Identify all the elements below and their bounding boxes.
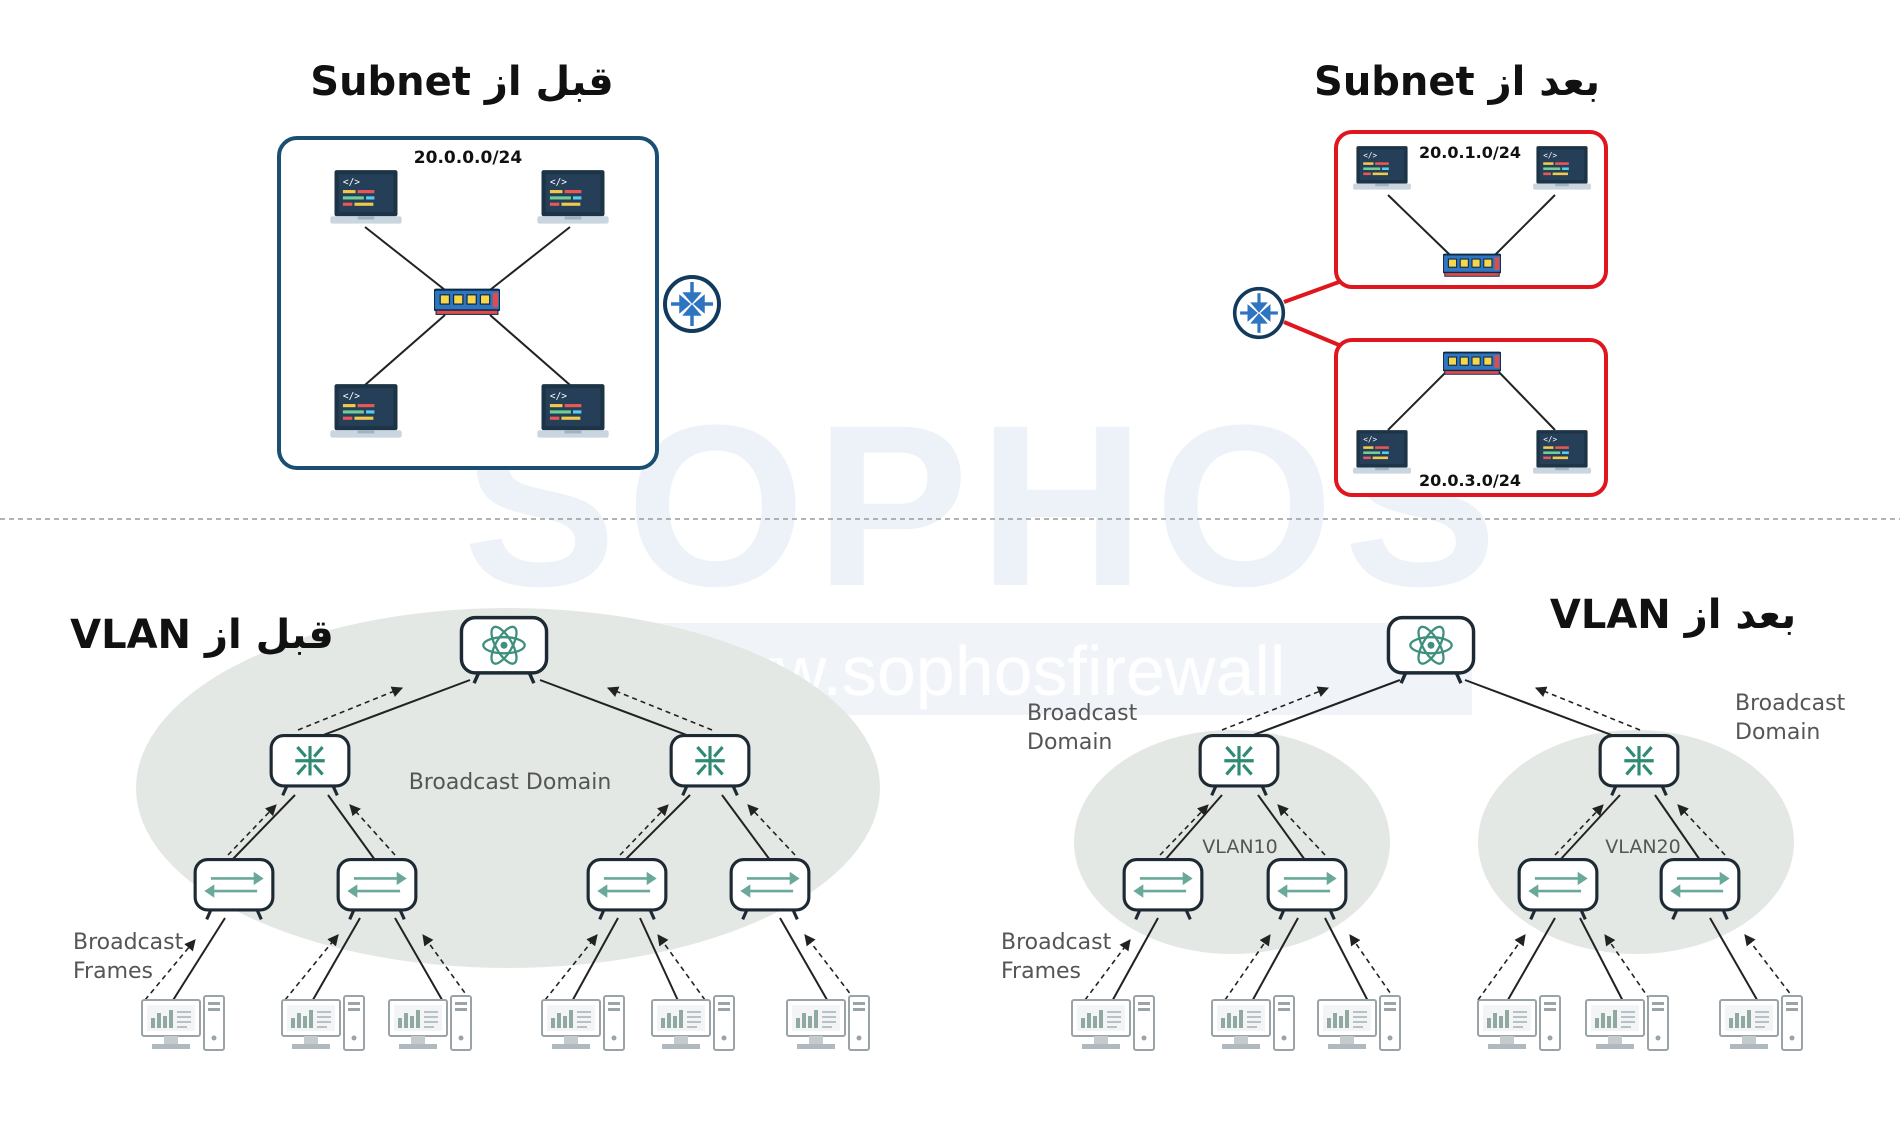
router-icon bbox=[1232, 286, 1286, 340]
desktop-computer-icon bbox=[1211, 995, 1295, 1051]
distribution-switch-icon bbox=[269, 733, 351, 797]
subnet-before-panel: قبل از Subnet 20.0.0.0/24 bbox=[277, 59, 721, 470]
subnet-after-network-top: 20.0.1.0/24 bbox=[1419, 143, 1521, 162]
vlan-before-title: قبل از VLAN bbox=[70, 612, 334, 658]
laptop-icon bbox=[330, 384, 402, 438]
vlan-after-title: بعد از VLAN bbox=[1550, 592, 1796, 638]
distribution-switch-icon bbox=[669, 733, 751, 797]
ethernet-switch-icon bbox=[1443, 253, 1501, 278]
vlan10-label: VLAN10 bbox=[1202, 836, 1277, 858]
access-switch-icon bbox=[193, 857, 275, 921]
desktop-computer-icon bbox=[541, 995, 625, 1051]
ethernet-switch-icon bbox=[434, 288, 500, 316]
access-switch-icon bbox=[586, 857, 668, 921]
desktop-computer-icon bbox=[281, 995, 365, 1051]
broadcast-domain-right-label: Broadcast Domain bbox=[1735, 691, 1852, 745]
broadcast-frames-label: Broadcast Frames bbox=[73, 930, 190, 984]
broadcast-domain-label: Broadcast Domain bbox=[409, 770, 612, 795]
router-icon bbox=[663, 275, 721, 333]
core-router-icon bbox=[1386, 615, 1476, 685]
laptop-icon bbox=[1353, 430, 1411, 474]
desktop-computer-icon bbox=[651, 995, 735, 1051]
subnet-before-title: قبل از Subnet bbox=[310, 59, 613, 105]
subnet-after-network-bottom: 20.0.3.0/24 bbox=[1419, 471, 1521, 490]
laptop-icon bbox=[330, 170, 402, 224]
laptop-icon bbox=[537, 170, 609, 224]
access-switch-icon bbox=[729, 857, 811, 921]
desktop-computer-icon bbox=[388, 995, 472, 1051]
desktop-computer-icon bbox=[1317, 995, 1401, 1051]
access-switch-icon bbox=[1266, 857, 1348, 921]
desktop-computer-icon bbox=[786, 995, 870, 1051]
access-switch-icon bbox=[1659, 857, 1741, 921]
distribution-switch-icon bbox=[1198, 733, 1280, 797]
broadcast-frames-line-1: Broadcast bbox=[73, 930, 184, 955]
vlan20-label: VLAN20 bbox=[1605, 836, 1680, 858]
ethernet-switch-icon bbox=[1443, 351, 1501, 376]
vlan-after-panel: بعد از VLAN Broadcast Domain Broadcast D… bbox=[1001, 592, 1852, 1051]
desktop-computer-icon bbox=[1477, 995, 1561, 1051]
vlan-before-panel: قبل از VLAN Broadcast Domain Broadcast F… bbox=[70, 608, 880, 1051]
access-switch-icon bbox=[1517, 857, 1599, 921]
core-router-icon bbox=[459, 615, 549, 685]
laptop-icon bbox=[1533, 146, 1591, 190]
subnet-after-title: بعد از Subnet bbox=[1314, 59, 1600, 105]
broadcast-frames-line-2: Frames bbox=[73, 959, 153, 984]
desktop-computer-icon bbox=[1719, 995, 1803, 1051]
desktop-computer-icon bbox=[141, 995, 225, 1051]
subnet-before-network: 20.0.0.0/24 bbox=[414, 148, 523, 168]
desktop-computer-icon bbox=[1071, 995, 1155, 1051]
access-switch-icon bbox=[1122, 857, 1204, 921]
broadcast-domain-left-label: Broadcast Domain bbox=[1027, 701, 1144, 755]
desktop-computer-icon bbox=[1585, 995, 1669, 1051]
distribution-switch-icon bbox=[1598, 733, 1680, 797]
laptop-icon bbox=[1353, 146, 1411, 190]
subnet-after-panel: بعد از Subnet 20.0.1.0/24 20.0.3.0/24 bbox=[1232, 59, 1608, 497]
access-switch-icon bbox=[336, 857, 418, 921]
broadcast-frames-right-label: Broadcast Frames bbox=[1001, 930, 1118, 984]
broadcast-domain-area bbox=[136, 608, 880, 968]
laptop-icon bbox=[537, 384, 609, 438]
laptop-icon bbox=[1533, 430, 1591, 474]
watermark: SOPHOS www.sophosfirewall bbox=[463, 377, 1497, 715]
